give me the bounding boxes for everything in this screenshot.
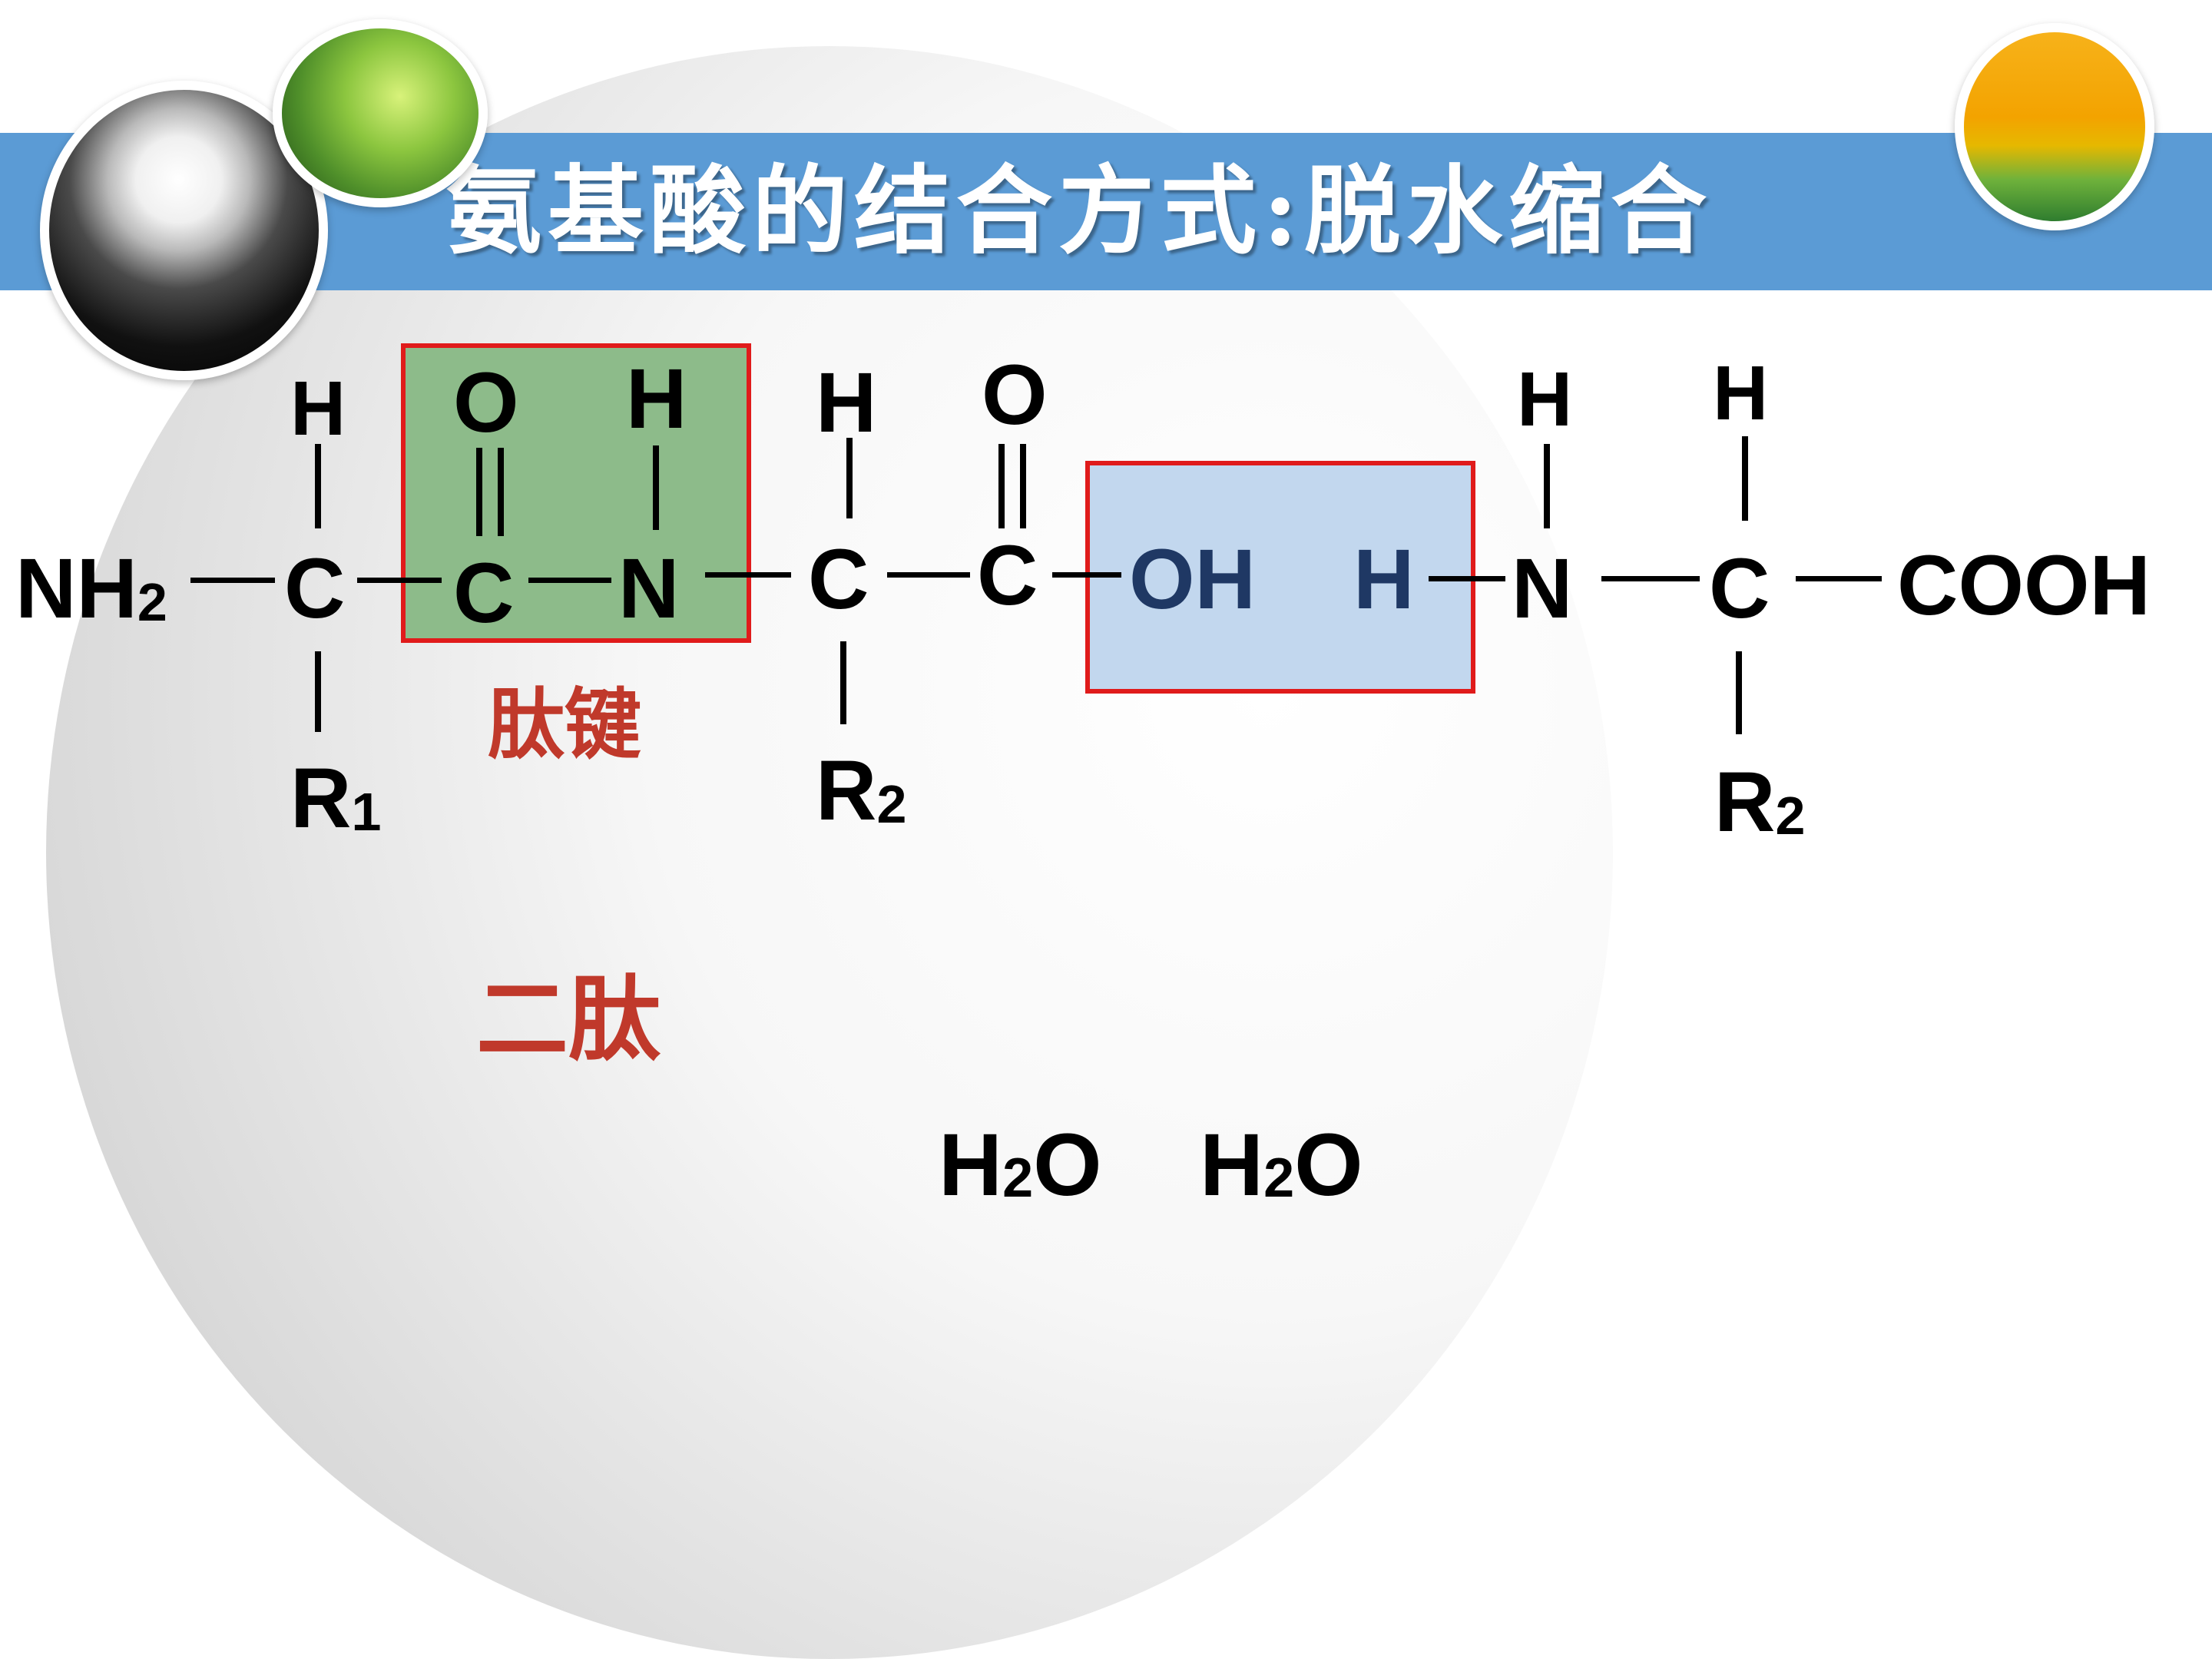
bond-c2-o-double-a <box>476 448 482 536</box>
leaf-photo <box>273 19 488 207</box>
bond-h-n2 <box>1429 576 1505 581</box>
bond-c4-oh <box>1052 572 1121 578</box>
atom-r1: R1 <box>290 751 382 846</box>
atom-c1: C <box>284 541 346 636</box>
atom-c3: C <box>808 532 869 627</box>
atom-o-c2: O <box>453 356 519 450</box>
bond-n2-c5 <box>1601 576 1700 581</box>
atom-n2: N <box>1512 541 1573 636</box>
water-removal-highlight <box>1085 461 1475 694</box>
bond-c2-o-double-b <box>498 448 504 536</box>
atom-o-c4: O <box>982 348 1048 442</box>
bond-c3-c4 <box>887 572 970 578</box>
dipeptide-label: 二肽 <box>476 965 661 1074</box>
slide-title: 氨基酸的结合方式:脱水缩合 <box>445 155 1714 267</box>
water-molecule-1: H2O <box>939 1116 1102 1214</box>
bond-c1-r1 <box>315 651 321 732</box>
bond-c2-n1 <box>528 578 611 583</box>
bond-c5-r2 <box>1736 651 1742 734</box>
atom-r2a: R2 <box>816 743 907 838</box>
atom-n1: N <box>618 541 680 636</box>
tulip-photo <box>1955 23 2154 230</box>
atom-c5: C <box>1709 541 1770 636</box>
bond-c3-h <box>846 438 853 518</box>
bond-c4-o-double-a <box>998 444 1005 528</box>
bond-c5-cooh <box>1796 576 1882 581</box>
bond-c4-o-double-b <box>1020 444 1026 528</box>
bond-n2-h <box>1544 444 1550 528</box>
atom-c4: C <box>977 528 1038 623</box>
bond-c1-c2 <box>357 578 442 583</box>
atom-h-n1: H <box>626 352 687 446</box>
bond-c5-h <box>1742 436 1748 521</box>
bond-c3-r2 <box>840 641 846 724</box>
peptide-bond-highlight <box>401 343 751 643</box>
peptide-bond-label: 肽键 <box>488 679 641 770</box>
atom-h-mid: H <box>1353 532 1415 627</box>
atom-h-c5: H <box>1713 350 1769 436</box>
water-molecule-2: H2O <box>1200 1116 1363 1214</box>
atom-cooh: COOH <box>1897 538 2151 633</box>
atom-h-c3: H <box>816 356 877 450</box>
atom-h-c1: H <box>290 366 346 452</box>
bond-n1-c3 <box>705 572 791 578</box>
atom-c2: C <box>453 546 515 641</box>
background-circle <box>46 46 1613 1659</box>
atom-h-n2: H <box>1517 356 1573 442</box>
bond-c1-h <box>315 444 321 528</box>
atom-nh2: NH2 <box>15 541 167 636</box>
bond-n1-h <box>653 445 659 530</box>
bond-nh2-c1 <box>190 578 275 583</box>
atom-oh: OH <box>1129 532 1256 627</box>
atom-r2b: R2 <box>1714 755 1806 849</box>
